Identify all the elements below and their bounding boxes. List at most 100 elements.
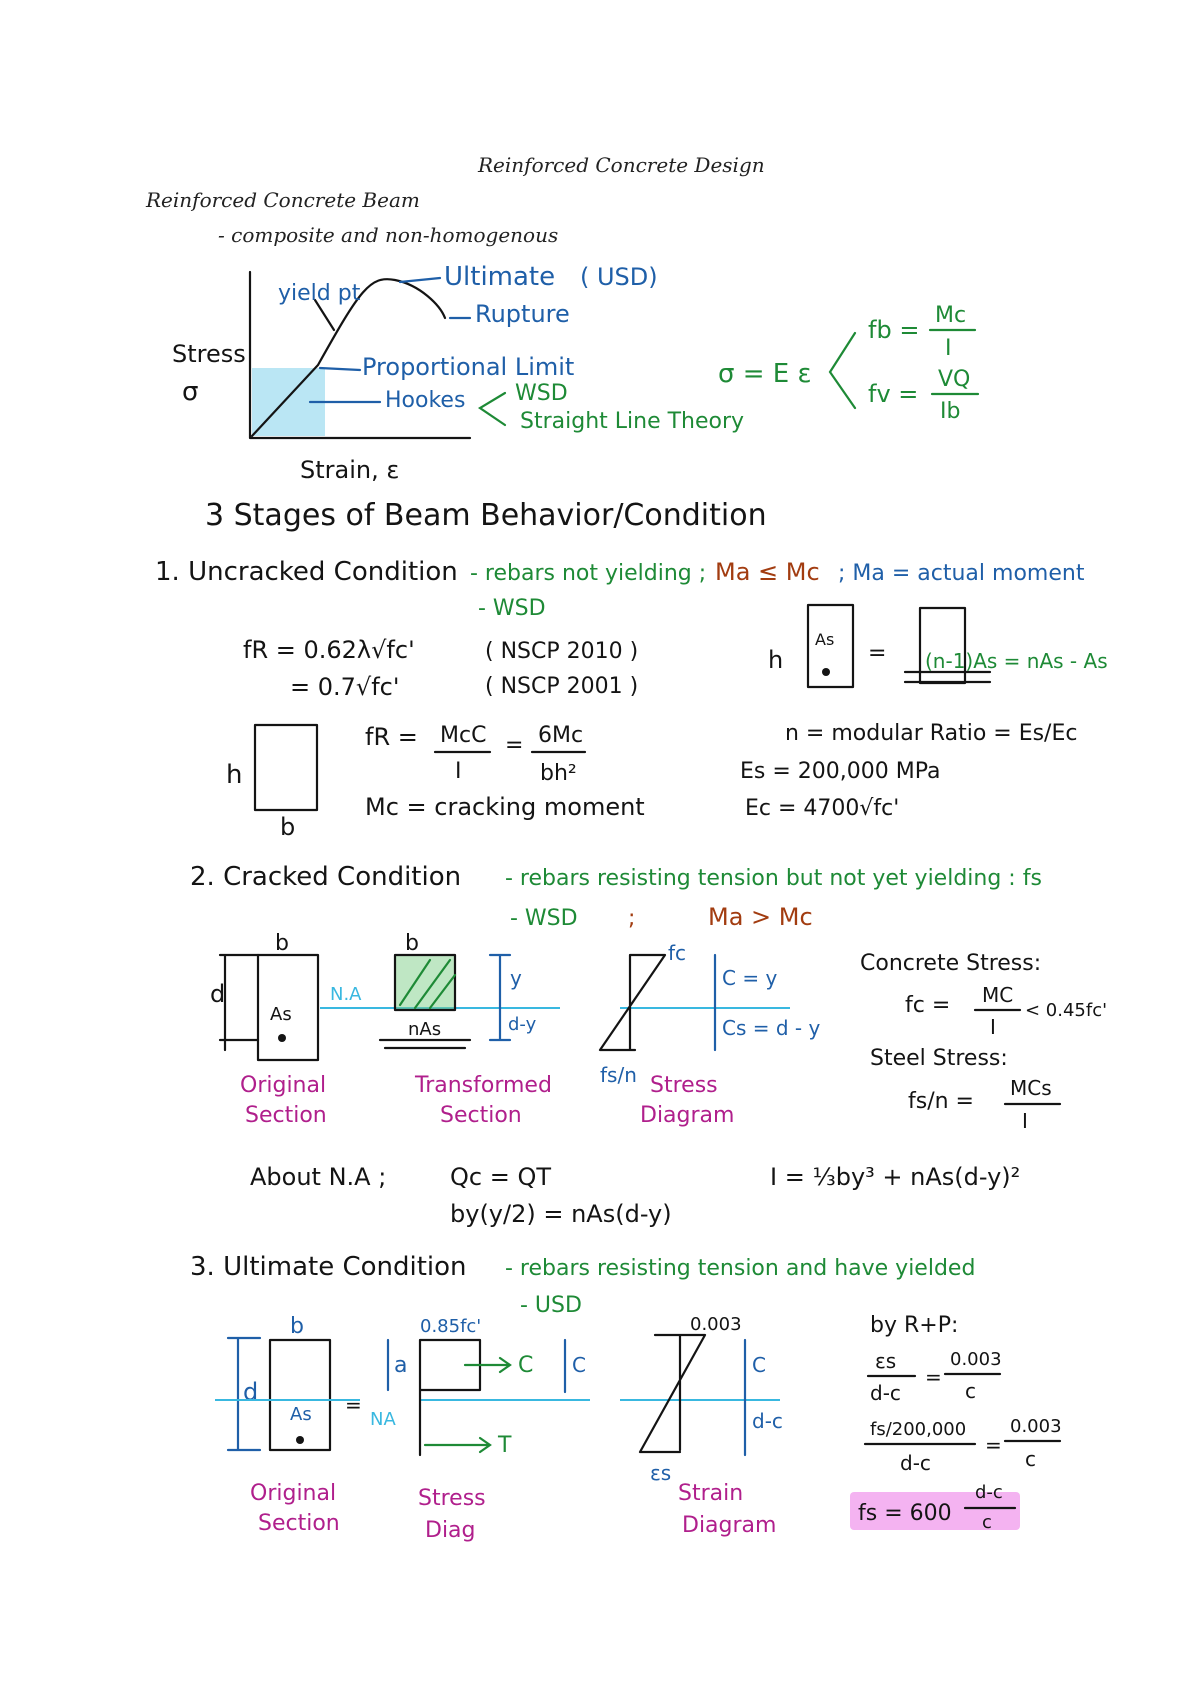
- caption-strain: Strain: [678, 1481, 743, 1506]
- label-leaders: [308, 276, 472, 404]
- stage3-usd: - USD: [520, 1293, 582, 1318]
- r2-eq: =: [985, 1433, 1002, 1457]
- rupture-label: Rupture: [475, 300, 570, 328]
- fr-formula-2001: = 0.7√fc': [290, 673, 399, 701]
- caption-stress-3: Stress: [418, 1486, 486, 1511]
- f085-label: 0.85fc': [420, 1316, 481, 1337]
- stage1-wsd: - WSD: [478, 596, 546, 621]
- b-label-3: b: [405, 931, 419, 956]
- section-title: Reinforced Concrete Beam: [145, 188, 420, 212]
- straight-line-label: Straight Line Theory: [520, 409, 744, 434]
- cracked-original-section: [256, 953, 320, 1062]
- fr-den: I: [455, 759, 462, 784]
- caption-section-3: Section: [258, 1511, 340, 1536]
- ec-value: Ec = 4700√fc': [745, 796, 899, 821]
- proportional-limit-label: Proportional Limit: [362, 353, 574, 381]
- es-value: Es = 200,000 MPa: [740, 759, 941, 784]
- na-label: N.A: [330, 984, 362, 1005]
- fc-label: fc: [668, 941, 686, 965]
- stage1-note: ; Ma = actual moment: [838, 561, 1085, 586]
- modular-ratio: n = modular Ratio = Es/Ec: [785, 721, 1077, 746]
- compression-force-arrow: [463, 1356, 512, 1374]
- b-label-4: b: [290, 1314, 304, 1339]
- stage2-semicolon: ;: [628, 906, 635, 931]
- caption-diagram-3: Diagram: [682, 1513, 776, 1538]
- stage1-title: 1. Uncracked Condition: [155, 557, 458, 587]
- page-title: Reinforced Concrete Design: [477, 153, 765, 177]
- C-label: C: [518, 1353, 533, 1378]
- yield-arrow: [313, 298, 336, 332]
- fr-code-2010: ( NSCP 2010 ): [485, 639, 638, 664]
- fr-num: McC: [440, 723, 486, 748]
- nas-label: nAs: [408, 1019, 441, 1040]
- b-label-2: b: [275, 931, 289, 956]
- fb-den: I: [945, 336, 952, 361]
- equiv-sign-3: =: [345, 1393, 362, 1417]
- rebar-dot-3: [296, 1436, 304, 1444]
- fc-num: MC: [982, 983, 1013, 1007]
- stress-strain-curve: [250, 278, 447, 438]
- h-label-2: h: [768, 646, 783, 674]
- fv-eq: fv =: [868, 380, 918, 408]
- r1-rnum: 0.003: [950, 1349, 1002, 1370]
- caption-original-3: Original: [250, 1481, 336, 1506]
- stress-axis-label: Stress: [172, 340, 246, 368]
- compression-hatch: [398, 958, 457, 1010]
- steel-stress-title: Steel Stress:: [870, 1046, 1008, 1071]
- fc-den: I: [990, 1015, 996, 1039]
- r2-num: fs/200,000: [870, 1419, 966, 1440]
- stages-title: 3 Stages of Beam Behavior/Condition: [205, 498, 767, 533]
- as-label-1: As: [815, 630, 834, 649]
- section-with-as: [806, 603, 855, 689]
- stage2-desc: - rebars resisting tension but not yet y…: [505, 866, 1042, 891]
- fs-den: I: [1022, 1109, 1028, 1133]
- uncracked-section-rect: [253, 723, 319, 812]
- fv-den: Ib: [940, 399, 960, 424]
- compression-zone-fill: [395, 955, 455, 1010]
- fr-code-2001: ( NSCP 2001 ): [485, 674, 638, 699]
- d-label-3: d: [243, 1378, 258, 1406]
- fr-formula-2010: fR = 0.62λ√fc': [243, 636, 415, 664]
- T-label: T: [497, 1433, 512, 1458]
- rebar-dot-2: [278, 1034, 286, 1042]
- fs-eq: fs/n =: [908, 1089, 974, 1114]
- fr-num2: 6Mc: [538, 723, 583, 748]
- caption-diag: Diag: [425, 1518, 476, 1543]
- transformed-section-top: [393, 953, 457, 1012]
- as-label-3: As: [290, 1404, 312, 1425]
- fr-den2: bh²: [540, 761, 577, 786]
- r1-den: d-c: [870, 1381, 901, 1405]
- r2-den: d-c: [900, 1451, 931, 1475]
- stage2-title: 2. Cracked Condition: [190, 862, 461, 892]
- moment-of-inertia: I = ⅓by³ + nAs(d-y)²: [770, 1163, 1020, 1191]
- strain-diagram: [638, 1333, 707, 1454]
- a-label: a: [394, 1353, 407, 1378]
- stage3-title: 3. Ultimate Condition: [190, 1252, 467, 1282]
- fb-eq: fb =: [868, 316, 919, 344]
- final-den: c: [982, 1512, 992, 1533]
- stage1-condition: Ma ≤ Mc: [715, 558, 820, 586]
- qc-qt: Qc = QT: [450, 1163, 551, 1191]
- final-num: d-c: [975, 1482, 1003, 1503]
- axes: [248, 270, 472, 440]
- stress-diagram: [598, 953, 667, 1052]
- stage2-condition: Ma > Mc: [708, 903, 813, 931]
- transformed-steel-lines: [903, 670, 992, 684]
- equiv-sign: =: [868, 641, 886, 666]
- stage3-desc: - rebars resisting tension and have yiel…: [505, 1256, 975, 1281]
- caption-stress: Stress: [650, 1073, 718, 1098]
- y-label: y: [510, 966, 522, 990]
- fsn-label: fs/n: [600, 1063, 637, 1087]
- dc-label: d-c: [752, 1409, 783, 1433]
- c-label-3: C: [572, 1353, 586, 1377]
- stress-block: [418, 1338, 482, 1457]
- bullet-text: - composite and non-homogenous: [218, 223, 558, 247]
- concrete-stress-title: Concrete Stress:: [860, 951, 1041, 976]
- eps-003-label: 0.003: [690, 1314, 742, 1335]
- hookes-bracket: [477, 391, 507, 427]
- final-formula-highlight: [850, 1492, 1020, 1530]
- stress-strain-diagram: [248, 270, 507, 440]
- hookes-label: Hookes: [385, 388, 465, 413]
- fc-limit: < 0.45fc': [1025, 1000, 1107, 1021]
- r2-rnum: 0.003: [1010, 1416, 1062, 1437]
